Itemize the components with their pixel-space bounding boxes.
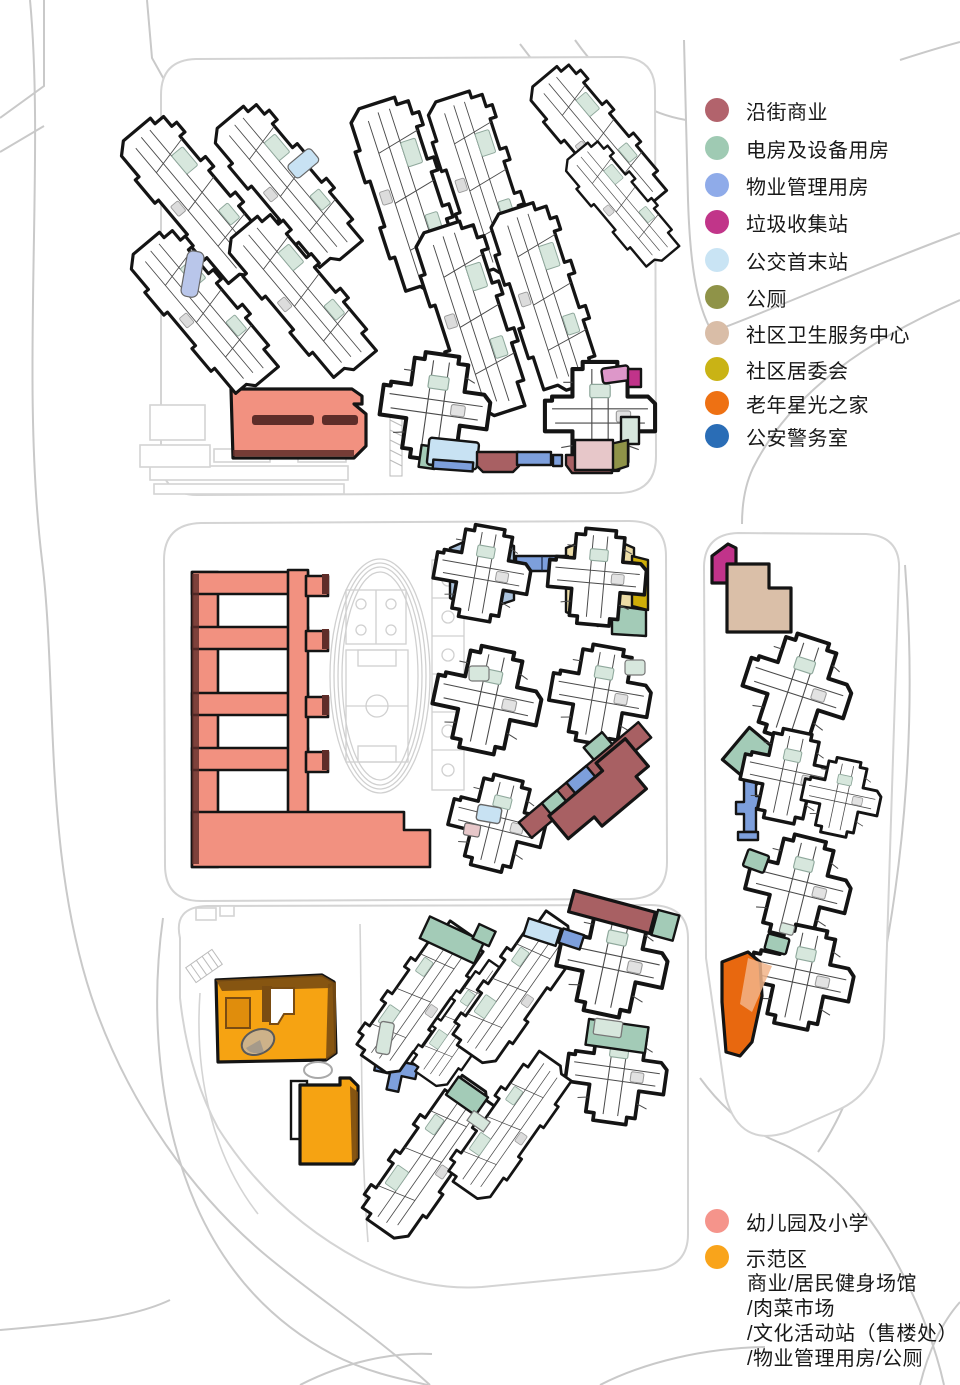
- primary-school-building: [190, 568, 432, 869]
- legend-item-kindergarten-school: 幼儿园及小学: [705, 1209, 869, 1235]
- legend-item-elder-home: 老年星光之家: [705, 391, 869, 417]
- road: [156, 917, 429, 1385]
- stair-hatch: [185, 411, 403, 984]
- legend-swatch: [705, 424, 729, 448]
- legend-item-trash-station: 垃圾收集站: [705, 210, 849, 236]
- legend-swatch: [705, 1245, 729, 1269]
- legend-item-demo-area: 示范区: [705, 1245, 808, 1271]
- tower-accents: [180, 148, 796, 1133]
- legend-item-health-center: 社区卫生服务中心: [705, 321, 910, 347]
- legend-item-residents-committee: 社区居委会: [705, 357, 849, 383]
- legend-label: 社区居委会: [746, 360, 849, 383]
- demo-subline: 商业/居民健身场馆: [747, 1273, 918, 1295]
- demo-subline: /物业管理用房/公厕: [747, 1348, 924, 1370]
- legend-swatch: [705, 98, 729, 122]
- road: [599, 1346, 766, 1385]
- legend-swatch: [705, 321, 729, 345]
- demo-subline: /文化活动站（售楼处）: [747, 1323, 959, 1345]
- legend-label: 垃圾收集站: [746, 213, 849, 236]
- running-track: [329, 558, 431, 794]
- road: [299, 1352, 433, 1385]
- road: [741, 299, 960, 525]
- retail-corner-building: [547, 737, 650, 841]
- legend-item-equipment-room: 电房及设备用房: [705, 136, 890, 162]
- demo-subline: /肉菜市场: [747, 1298, 836, 1320]
- demo-area-hall: [214, 973, 338, 1064]
- health-center-building: [725, 562, 793, 634]
- legend-label: 社区卫生服务中心: [746, 324, 910, 347]
- legend-item-street-retail: 沿街商业: [705, 98, 828, 124]
- road: [0, 125, 45, 153]
- soccer-field: [345, 649, 409, 763]
- legend-swatch: [705, 173, 729, 197]
- road: [899, 41, 960, 61]
- legend-swatch: [705, 248, 729, 272]
- legend-label: 示范区: [746, 1248, 808, 1271]
- legend-label: 公安警务室: [746, 427, 849, 450]
- legend-swatch: [705, 285, 729, 309]
- legend-label: 公厕: [746, 288, 787, 311]
- road: [711, 232, 960, 333]
- legend-swatch: [705, 1209, 729, 1233]
- legend-item-property-mgmt: 物业管理用房: [705, 173, 869, 199]
- elder-home-building: [720, 950, 772, 1058]
- legend-item-bus-terminus: 公交首末站: [705, 248, 849, 274]
- road: [0, 0, 45, 119]
- road: [683, 39, 713, 333]
- pond-outline: [303, 1061, 333, 1079]
- legend-swatch: [705, 210, 729, 234]
- legend-label: 沿街商业: [746, 101, 828, 124]
- bus-terminus-building: [417, 436, 481, 473]
- kindergarten-building: [229, 387, 368, 460]
- road: [29, 0, 431, 1385]
- retail-roof-strip: [566, 888, 681, 942]
- demo-area-annex: [289, 1076, 360, 1166]
- basketball-courts: [345, 589, 407, 645]
- legend-item-police-office: 公安警务室: [705, 424, 849, 450]
- sports-ground: [329, 558, 465, 794]
- legend-item-public-toilet: 公厕: [705, 285, 787, 311]
- road: [919, 1301, 960, 1385]
- legend-swatch: [705, 391, 729, 415]
- legend-label: 幼儿园及小学: [746, 1212, 869, 1235]
- road: [0, 1299, 171, 1331]
- legend-label: 物业管理用房: [746, 176, 869, 199]
- legend-label: 电房及设备用房: [746, 139, 890, 162]
- legend-label: 公交首末站: [746, 251, 849, 274]
- legend-swatch: [705, 357, 729, 381]
- mixed-podium-ring: [573, 364, 643, 472]
- legend-swatch: [705, 136, 729, 160]
- demo-area-sublabels: 商业/居民健身场馆 /肉菜市场 /文化活动站（售楼处） /物业管理用房/公厕: [747, 1272, 958, 1372]
- legend-label: 老年星光之家: [746, 394, 869, 417]
